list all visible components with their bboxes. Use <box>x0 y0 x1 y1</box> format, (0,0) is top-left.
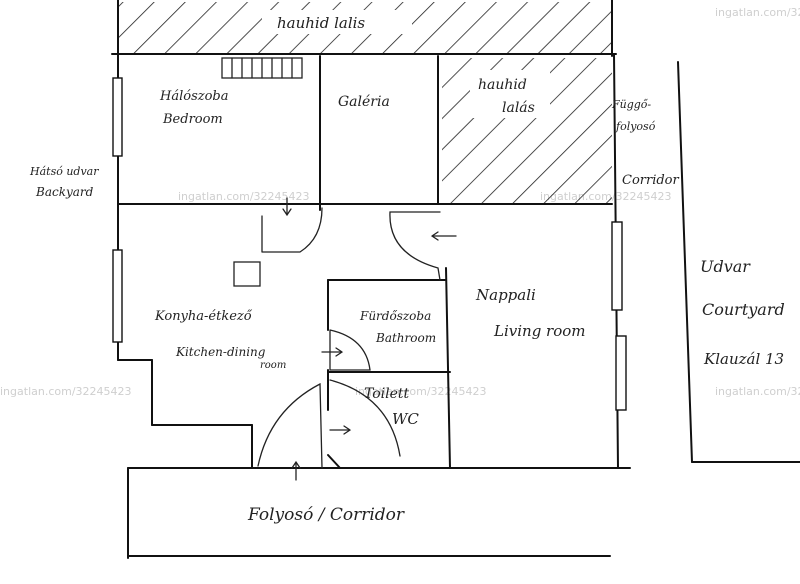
watermark-5: ingatlan.com/32245423 <box>715 385 800 398</box>
galeria-label: Galéria <box>338 94 390 110</box>
bottom-corridor-label: Folyosó / Corridor <box>247 505 405 525</box>
windows <box>112 77 627 411</box>
toilet-label-hu: Toilett <box>364 386 410 402</box>
roof-room-label-2: lalás <box>502 100 535 116</box>
kitchen-label-hu: Konyha-étkező <box>154 309 253 324</box>
roof-room-label-1: hauhid <box>478 77 527 93</box>
kitchen-label-en-1: Kitchen-dining <box>175 345 266 359</box>
kitchen-label-en-2: room <box>260 360 286 371</box>
arrows <box>282 197 457 481</box>
room-labels: Hálószoba Bedroom Galéria Hátsó udvar Ba… <box>29 89 785 525</box>
side-corridor-label-hu-2: folyosó <box>615 120 656 133</box>
top-roof-strip: hauhid lalis <box>111 0 617 57</box>
roof-room: hauhid lalás <box>442 58 612 204</box>
backyard-label-hu: Hátsó udvar <box>29 165 99 178</box>
address-label: Klauzál 13 <box>703 350 784 368</box>
courtyard-label-en: Courtyard <box>702 300 785 319</box>
living-label-hu: Nappali <box>475 286 536 304</box>
watermark-3: ingatlan.com/32245423 <box>0 385 132 398</box>
backyard-label-en: Backyard <box>35 185 94 199</box>
bathroom-label-en: Bathroom <box>375 331 436 345</box>
top-roof-label: hauhid lalis <box>277 14 365 32</box>
toilet-label-en: WC <box>392 410 419 428</box>
doors <box>233 207 441 469</box>
side-corridor-label-en: Corridor <box>622 173 680 188</box>
living-label-en: Living room <box>493 322 586 340</box>
watermark-4: ingatlan.com/32245423 <box>355 385 487 398</box>
bedroom-label-en: Bedroom <box>162 112 223 127</box>
watermark-1: ingatlan.com/32245423 <box>178 190 310 203</box>
courtyard-boundary <box>677 61 800 463</box>
stairs <box>221 57 303 79</box>
bedroom-label-hu: Hálószoba <box>159 89 229 104</box>
side-corridor-label-hu-1: Függő- <box>611 98 651 111</box>
bathroom-label-hu: Fürdőszoba <box>359 309 431 323</box>
watermark-6: ingatlan.com/32245423 <box>715 6 800 19</box>
courtyard-label-hu: Udvar <box>700 257 751 276</box>
